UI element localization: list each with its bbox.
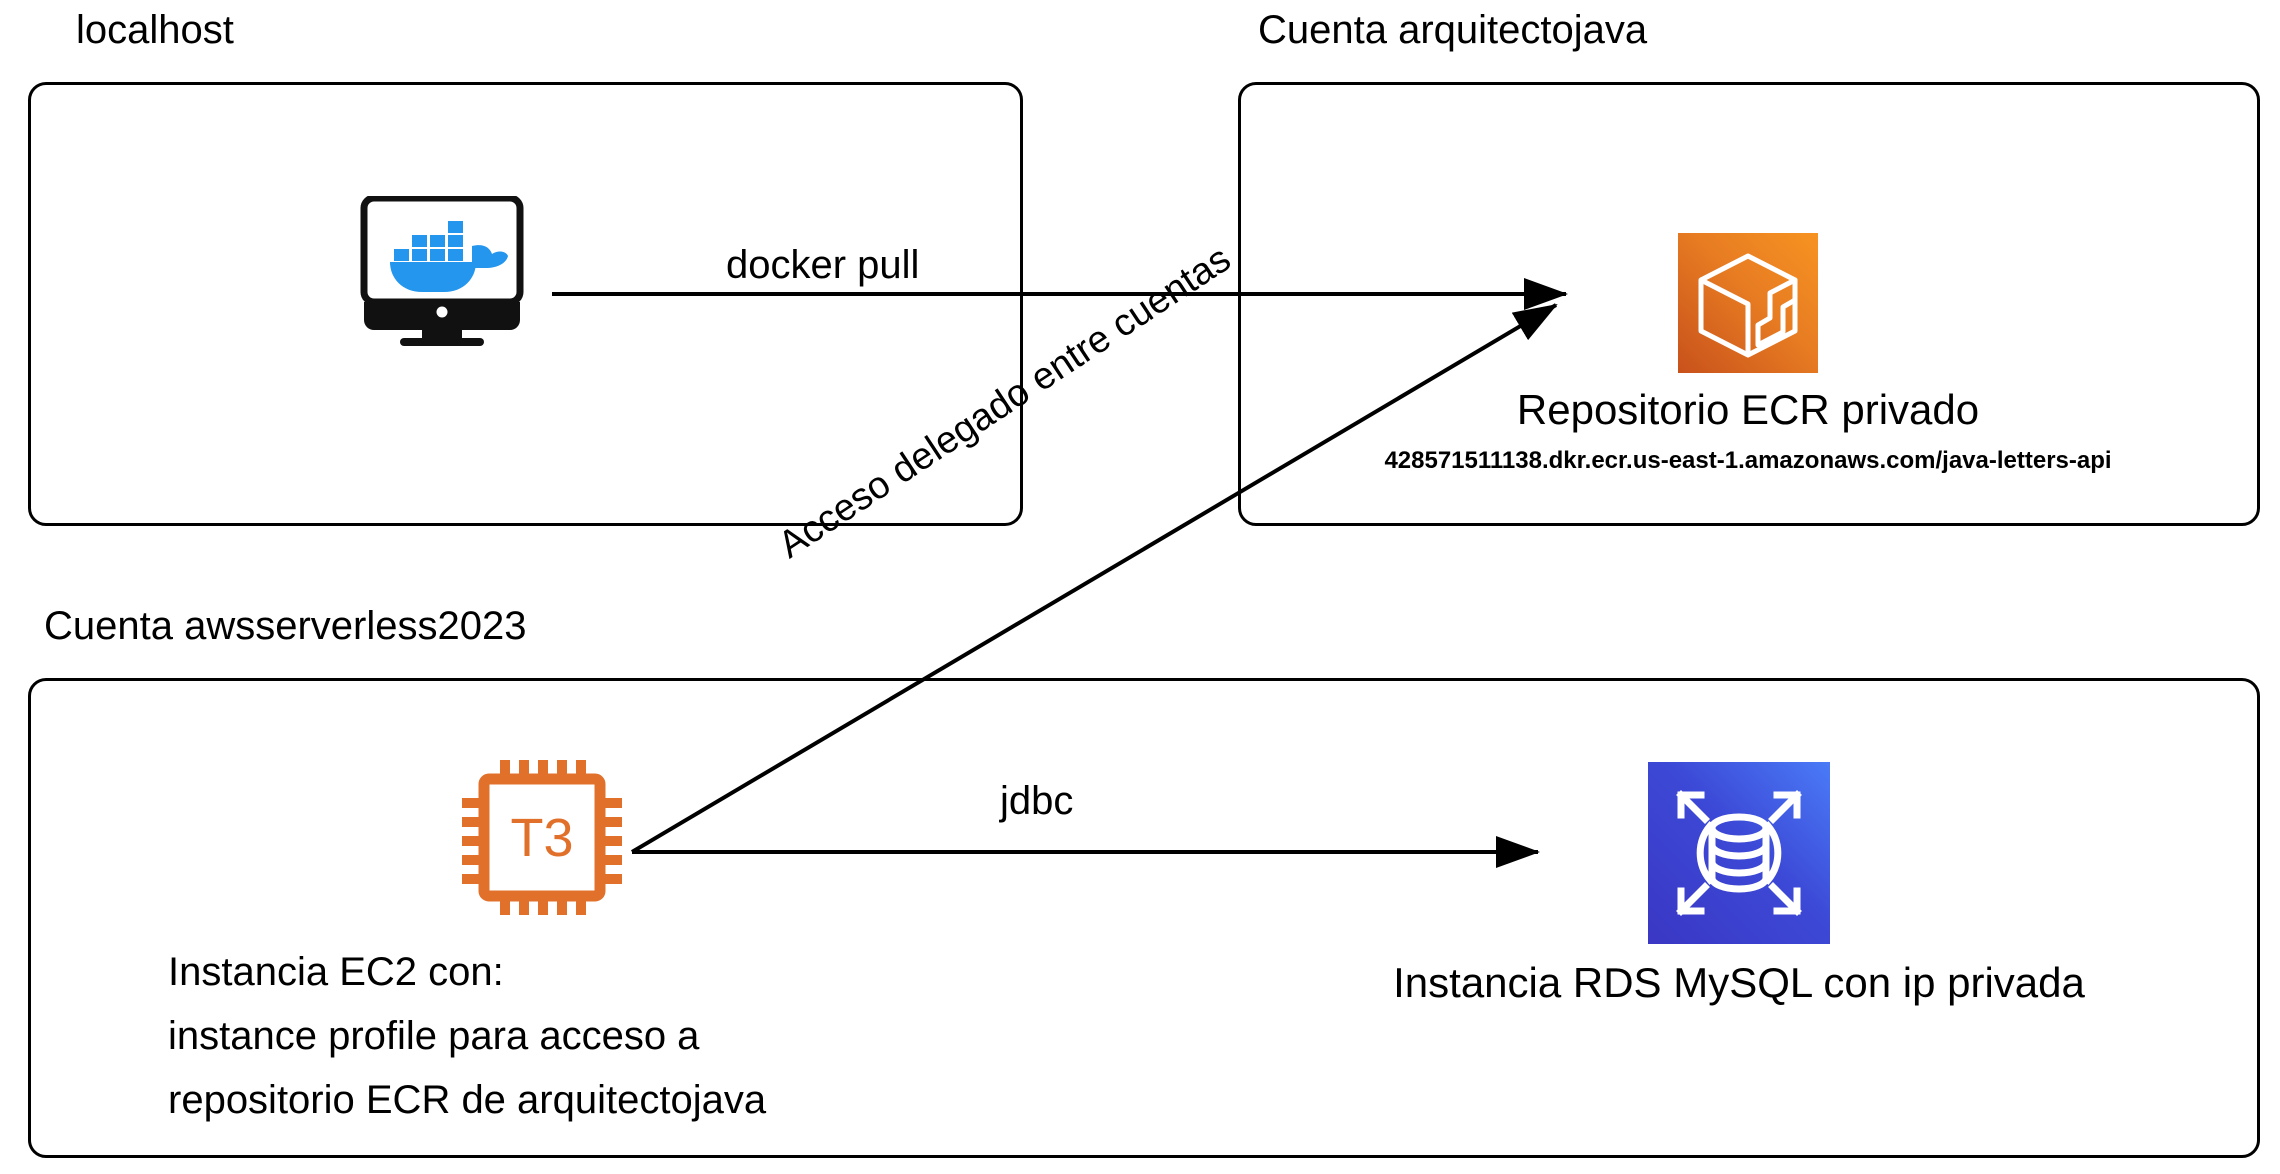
node-ecr-repository: Repositorio ECR privado 428571511138.dkr…: [1384, 233, 2112, 474]
group-label-localhost: localhost: [76, 8, 234, 52]
ec2-chip-label: T3: [510, 808, 573, 868]
aws-ec2-chip-icon: T3: [462, 760, 622, 919]
group-label-awsserverless2023: Cuenta awsserverless2023: [44, 604, 527, 648]
aws-ecr-icon: [1678, 233, 1818, 377]
node-rds-instance: Instancia RDS MySQL con ip privada: [1393, 762, 2085, 1006]
aws-rds-icon: [1648, 762, 1830, 948]
node-ec2-instance: T3: [462, 760, 622, 915]
group-label-arquitectojava: Cuenta arquitectojava: [1258, 8, 1648, 52]
ec2-description-line-1: Instancia EC2 con:: [168, 950, 504, 994]
ecr-repository-uri: 428571511138.dkr.ecr.us-east-1.amazonaws…: [1384, 447, 2112, 474]
node-label-ecr-repository: Repositorio ECR privado: [1516, 386, 1980, 433]
node-label-rds-instance: Instancia RDS MySQL con ip privada: [1393, 959, 2085, 1006]
docker-monitor-icon: [352, 194, 532, 350]
edge-label-jdbc: jdbc: [1000, 779, 1074, 823]
node-docker-host: [352, 194, 532, 346]
edge-label-docker-pull: docker pull: [726, 243, 920, 287]
ec2-description-line-3: repositorio ECR de arquitectojava: [168, 1078, 767, 1122]
ec2-description-line-2: instance profile para acceso a: [168, 1014, 700, 1058]
ec2-instance-description: Instancia EC2 con: instance profile para…: [168, 940, 766, 1132]
